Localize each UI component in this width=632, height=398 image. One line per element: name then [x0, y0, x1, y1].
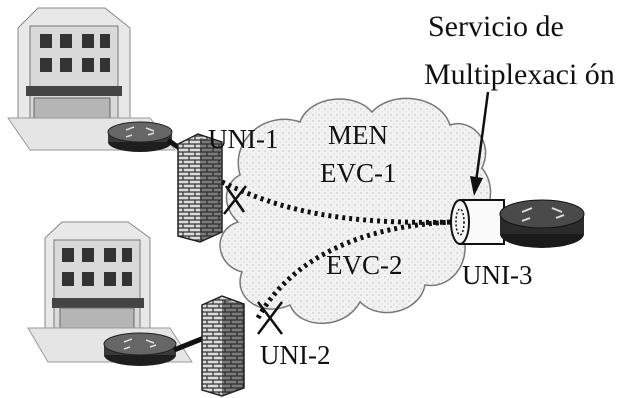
men-label: MEN	[328, 122, 388, 149]
evc-1-label: EVC-1	[320, 160, 397, 187]
uni-1-label: UNI-1	[208, 126, 278, 153]
router-top	[108, 122, 172, 152]
firewall-bottom	[202, 296, 244, 396]
uni-3-label: UNI-3	[462, 262, 532, 289]
uni-2-label: UNI-2	[260, 342, 330, 369]
service-label-line2: Multiplexaci ón	[424, 60, 615, 90]
multiplexing-cylinder	[451, 200, 504, 244]
service-label-line1: Servicio de	[428, 12, 564, 42]
router-uni-3	[500, 200, 584, 248]
evc-2-label: EVC-2	[326, 252, 403, 279]
router-bottom	[104, 333, 176, 366]
